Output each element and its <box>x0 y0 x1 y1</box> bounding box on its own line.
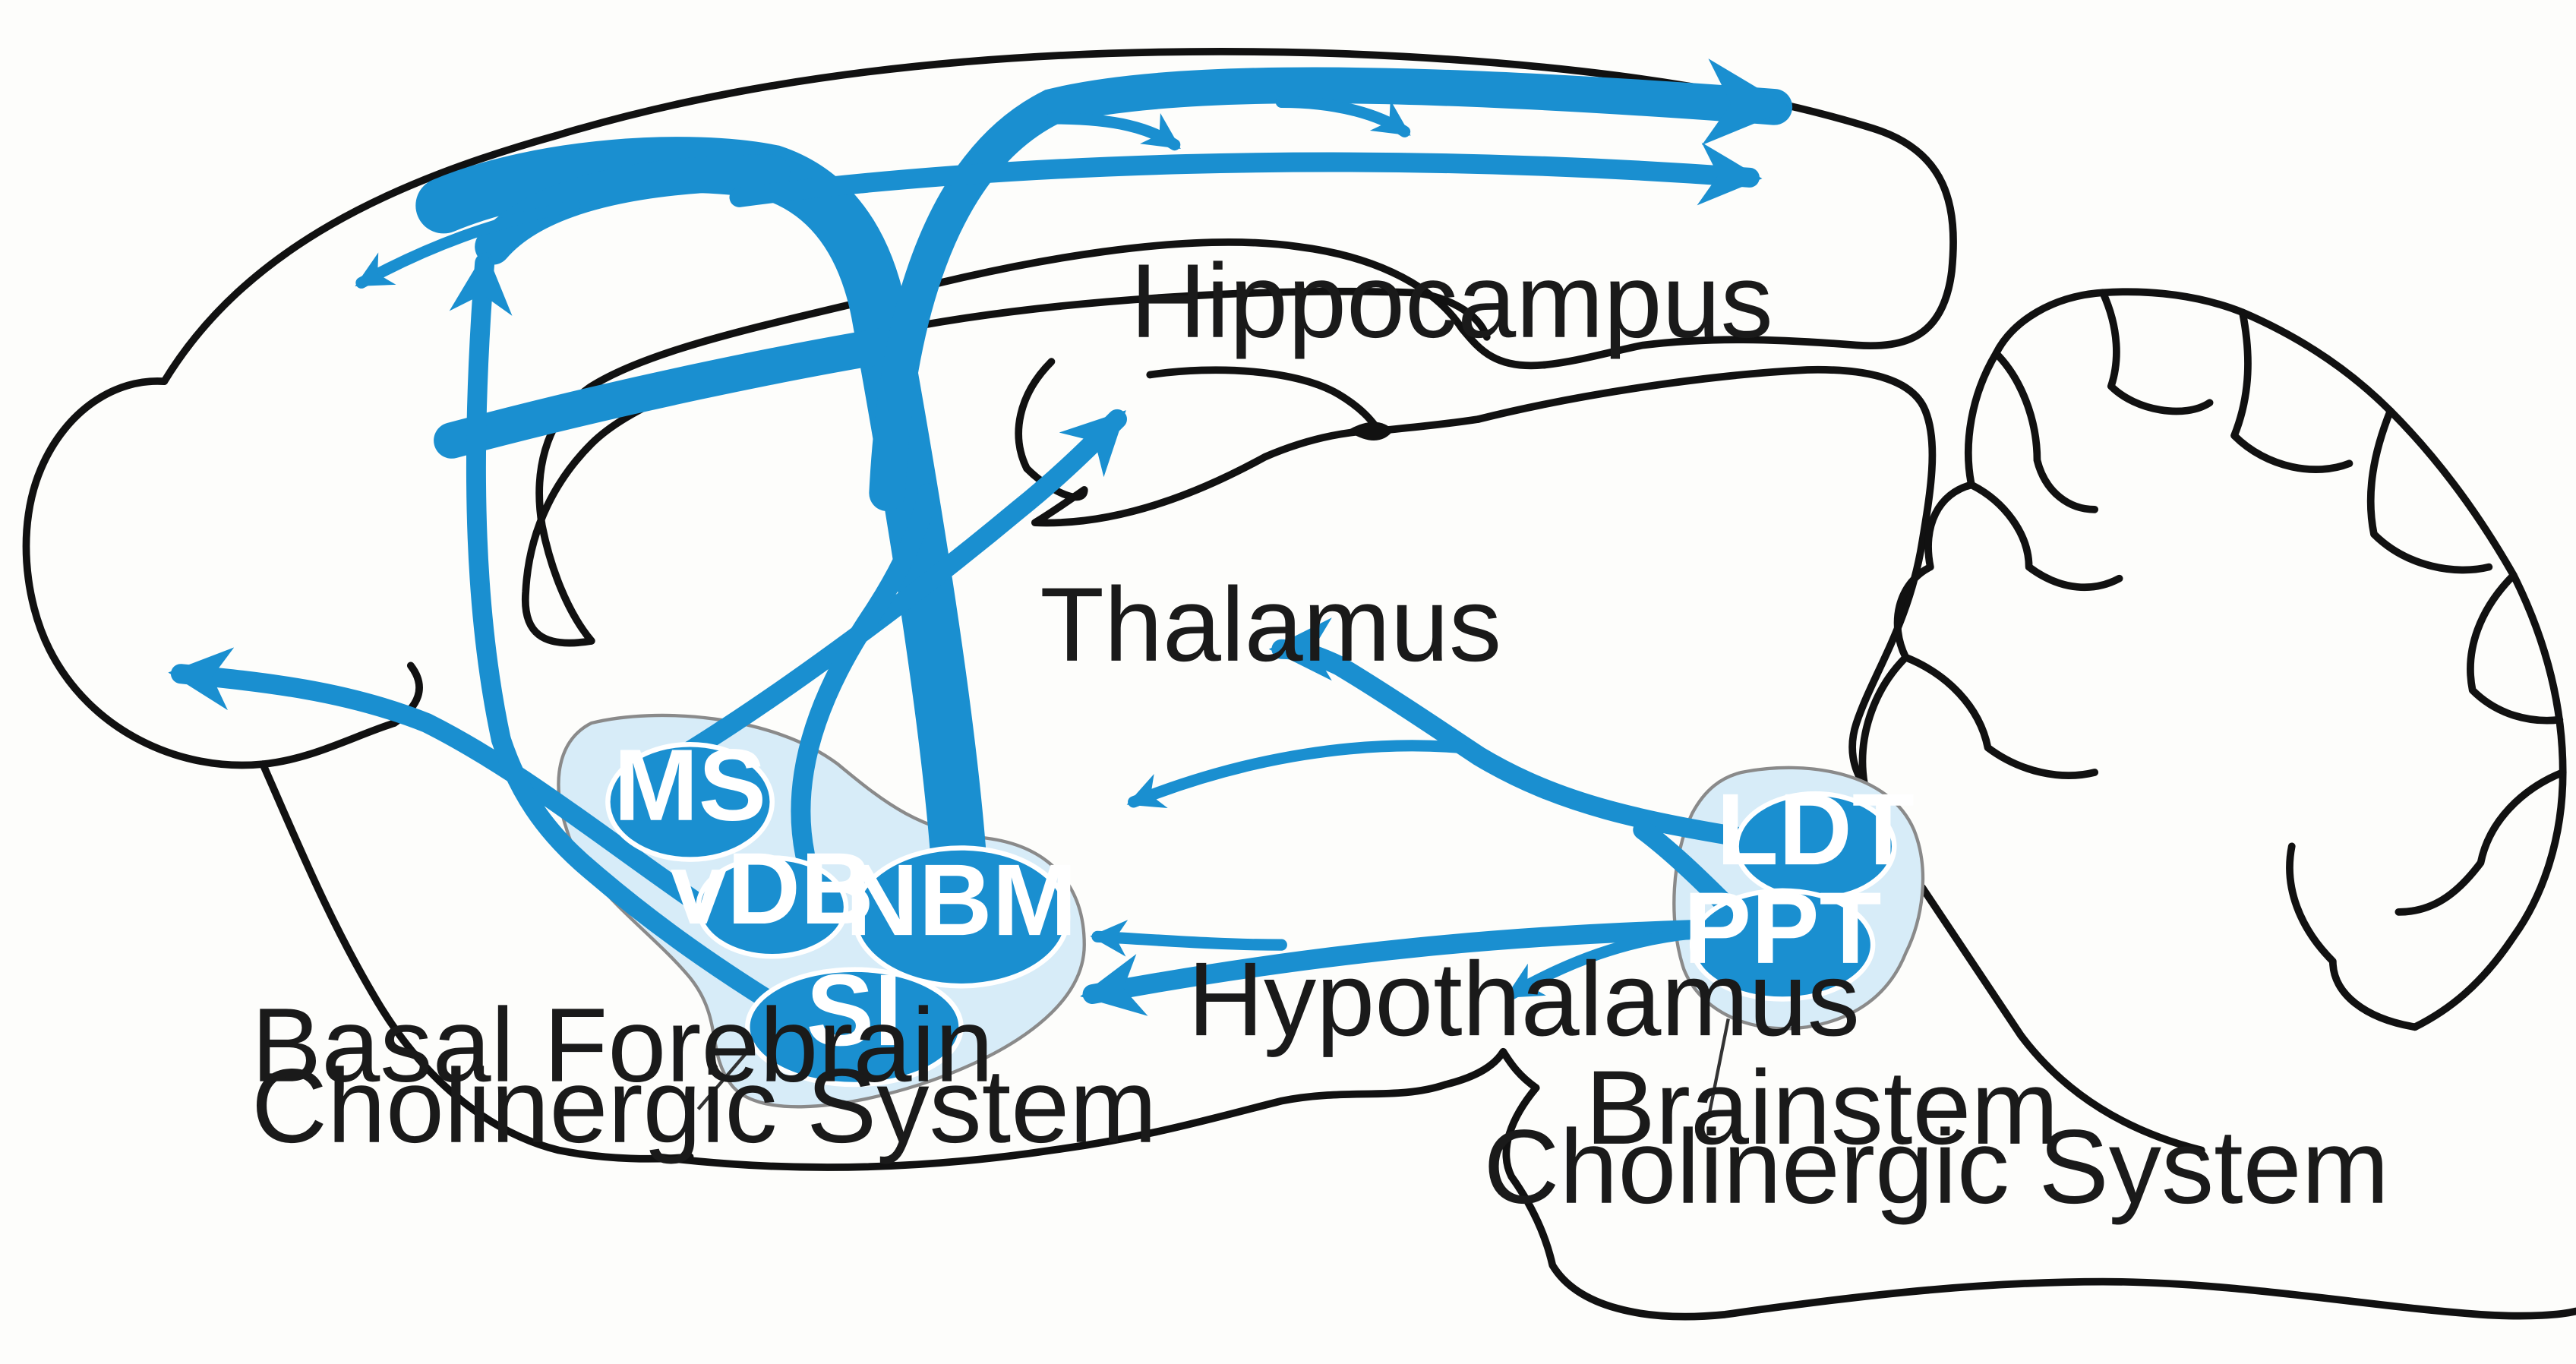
cerebellum-fold-7 <box>1902 653 2099 779</box>
pathway-ms-hippocampus <box>671 409 1128 766</box>
cerebellum-fold-6 <box>1968 481 2123 592</box>
cerebellum-fold-1 <box>1992 349 2099 513</box>
label-brainstem-line1: Brainstem <box>1586 1050 2059 1167</box>
pathway-top-arc <box>869 58 1793 512</box>
label-basal-forebrain-line1: Basal Forebrain <box>251 987 993 1104</box>
nucleus-ppt <box>1689 888 1876 1002</box>
thalamus-contour <box>1475 365 1937 790</box>
nucleus-vdb <box>696 855 849 959</box>
pathway-top-branch-2 <box>1275 96 1411 137</box>
nucleus-ms <box>605 741 775 862</box>
pathway-nbm-trunk <box>415 137 990 924</box>
nucleus-ldt-label: LDT <box>1716 773 1915 886</box>
pathway-vdb-ascending <box>791 483 939 865</box>
cerebellum-fold-4 <box>2366 407 2493 574</box>
pathway-frontal-arrow <box>449 250 513 750</box>
pathway-top-branch-1 <box>1045 112 1181 151</box>
leader-brainstem <box>1706 1018 1730 1118</box>
pathway-left-arrow <box>355 200 581 289</box>
labels: Hippocampus Thalamus Hypothalamus Basal … <box>251 243 2389 1226</box>
brainstem-ventral-line <box>1918 883 2205 1154</box>
nuclei: MS vDB NBM SI LDT PPT <box>605 729 1915 1088</box>
pathway-ppt-basal-upper <box>1090 920 1287 957</box>
nucleus-ppt-label: PPT <box>1684 872 1882 985</box>
brainstem-outline <box>1502 1084 2576 1321</box>
pathway-nbm-trunk-front <box>475 154 791 265</box>
hippocampus-top-outline <box>1146 366 1384 434</box>
label-brainstem-line2: Cholinergic System <box>1483 1109 2389 1226</box>
frontal-lower-outline <box>259 760 694 1163</box>
nucleus-si-label: SI <box>807 954 903 1067</box>
nucleus-vdb-label: vDB <box>671 832 874 946</box>
pathway-olfactory <box>168 647 733 930</box>
brain-outline <box>22 48 2576 1321</box>
cerebellum-fold-8 <box>2286 842 2419 1031</box>
cerebellum-fold-2 <box>2099 289 2214 415</box>
leader-lines <box>696 1018 1730 1118</box>
pathway-ppt-basal <box>1080 918 1752 1016</box>
nucleus-si <box>745 967 964 1088</box>
label-basal-forebrain-line2: Cholinergic System <box>251 1048 1157 1165</box>
cerebellum-fold-5 <box>2467 571 2564 725</box>
pathway-frontal-long <box>434 327 905 459</box>
cerebellum-outline <box>1858 288 2567 1031</box>
pathway-si-lower <box>491 729 782 1012</box>
label-hypothalamus: Hypothalamus <box>1188 941 1860 1058</box>
nucleus-nbm-label: NBM <box>845 844 1077 957</box>
pathway-ldt-mid <box>1126 740 1468 809</box>
olfactory-bulb-outline <box>22 377 423 769</box>
pathways <box>168 58 1793 1016</box>
nucleus-nbm <box>851 845 1071 989</box>
leader-basal-forebrain <box>696 1050 749 1110</box>
pathway-ppt-hypothalamus <box>1504 927 1698 1000</box>
ventral-outline <box>653 1047 1540 1171</box>
nucleus-ms-label: MS <box>614 729 766 842</box>
pathway-second-arc <box>729 142 1763 207</box>
cerebellum-fold-9 <box>2394 769 2567 916</box>
hippocampus-dark-node <box>1346 422 1394 440</box>
cerebellum-fold-3 <box>2230 308 2353 473</box>
label-hippocampus: Hippocampus <box>1130 243 1773 360</box>
label-thalamus: Thalamus <box>1040 567 1501 684</box>
